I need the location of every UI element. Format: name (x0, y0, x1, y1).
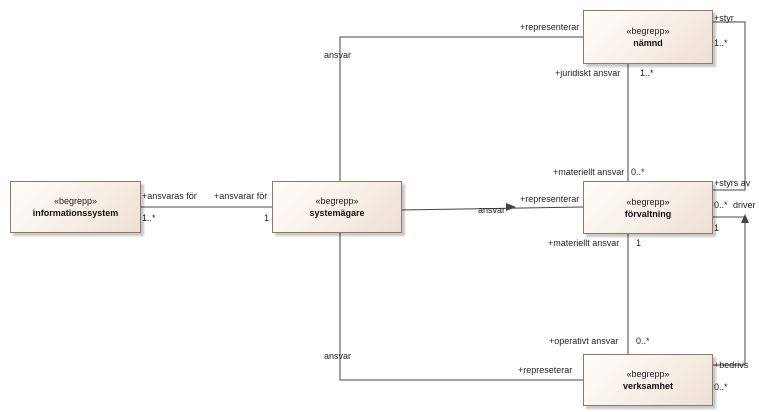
multiplicity-verksamhet-top: 0..* (636, 336, 650, 346)
box-informationssystem[interactable]: «begrepp» informationssystem (10, 181, 141, 233)
multiplicity-informationssystem: 1..* (142, 213, 156, 223)
role-represeterar-verksamhet: +represeterar (518, 365, 573, 375)
box-namnd[interactable]: «begrepp» nämnd (583, 10, 713, 64)
multiplicity-forvaltning-right: 1 (714, 223, 720, 233)
association-name-ansvar-mid: ansvar (478, 205, 506, 215)
association-name-ansvar-top: ansvar (324, 50, 352, 60)
box-name: förvaltning (624, 208, 672, 219)
role-bedrivs: +bedrivs (714, 360, 749, 370)
stereotype-label: «begrepp» (626, 196, 670, 207)
arrow-head-forvaltning (506, 203, 516, 211)
role-operativt-ansvar: +operativt ansvar (549, 336, 619, 346)
association-name-driver: driver (733, 200, 756, 210)
multiplicity-forvaltning-upper: 0..* (631, 167, 645, 177)
multiplicity-forvaltning-lower: 1 (636, 238, 642, 248)
multiplicity-bedrivs: 0..* (714, 382, 728, 392)
stereotype-label: «begrepp» (315, 196, 359, 206)
box-name: systemägare (309, 208, 365, 218)
assoc-systemagare-namnd (339, 36, 583, 181)
stereotype-label: «begrepp» (53, 196, 98, 206)
role-ansvarar-for: +ansvarar för (214, 191, 268, 201)
multiplicity-styr: 1..* (714, 38, 728, 48)
role-juridiskt-ansvar: +juridiskt ansvar (555, 68, 621, 78)
box-forvaltning[interactable]: «begrepp» förvaltning (583, 181, 713, 234)
association-name-ansvar-bottom: ansvar (324, 351, 352, 361)
box-name: verksamhet (622, 381, 674, 391)
role-ansvaras-for: +ansvaras för (142, 191, 197, 201)
role-materiellt-ansvar-upper: +materiellt ansvar (553, 167, 625, 177)
box-systemagare[interactable]: «begrepp» systemägare (272, 181, 402, 233)
stereotype-label: «begrepp» (626, 369, 670, 379)
box-name: informationssystem (32, 208, 119, 218)
multiplicity-namnd-below: 1..* (640, 68, 654, 78)
assoc-driver (712, 216, 746, 366)
arrow-head-driver (741, 214, 749, 223)
assoc-styr (712, 21, 746, 191)
multiplicity-systemagare: 1 (264, 213, 270, 223)
role-representerar-forvaltning: +representerar (520, 194, 580, 204)
assoc-systemagare-forvaltning (400, 206, 584, 211)
multiplicity-styrs-av: 0..* (714, 200, 728, 210)
assoc-systemagare-verksamhet (339, 232, 583, 381)
box-verksamhet[interactable]: «begrepp» verksamhet (583, 354, 713, 406)
box-name: nämnd (633, 38, 663, 48)
role-representerar-namnd: +representerar (520, 22, 580, 32)
role-materiellt-ansvar-lower: +materiellt ansvar (548, 238, 620, 248)
role-styrs-av: +styrs av (714, 178, 751, 188)
stereotype-label: «begrepp» (626, 26, 670, 36)
role-styr: +styr (714, 13, 734, 23)
